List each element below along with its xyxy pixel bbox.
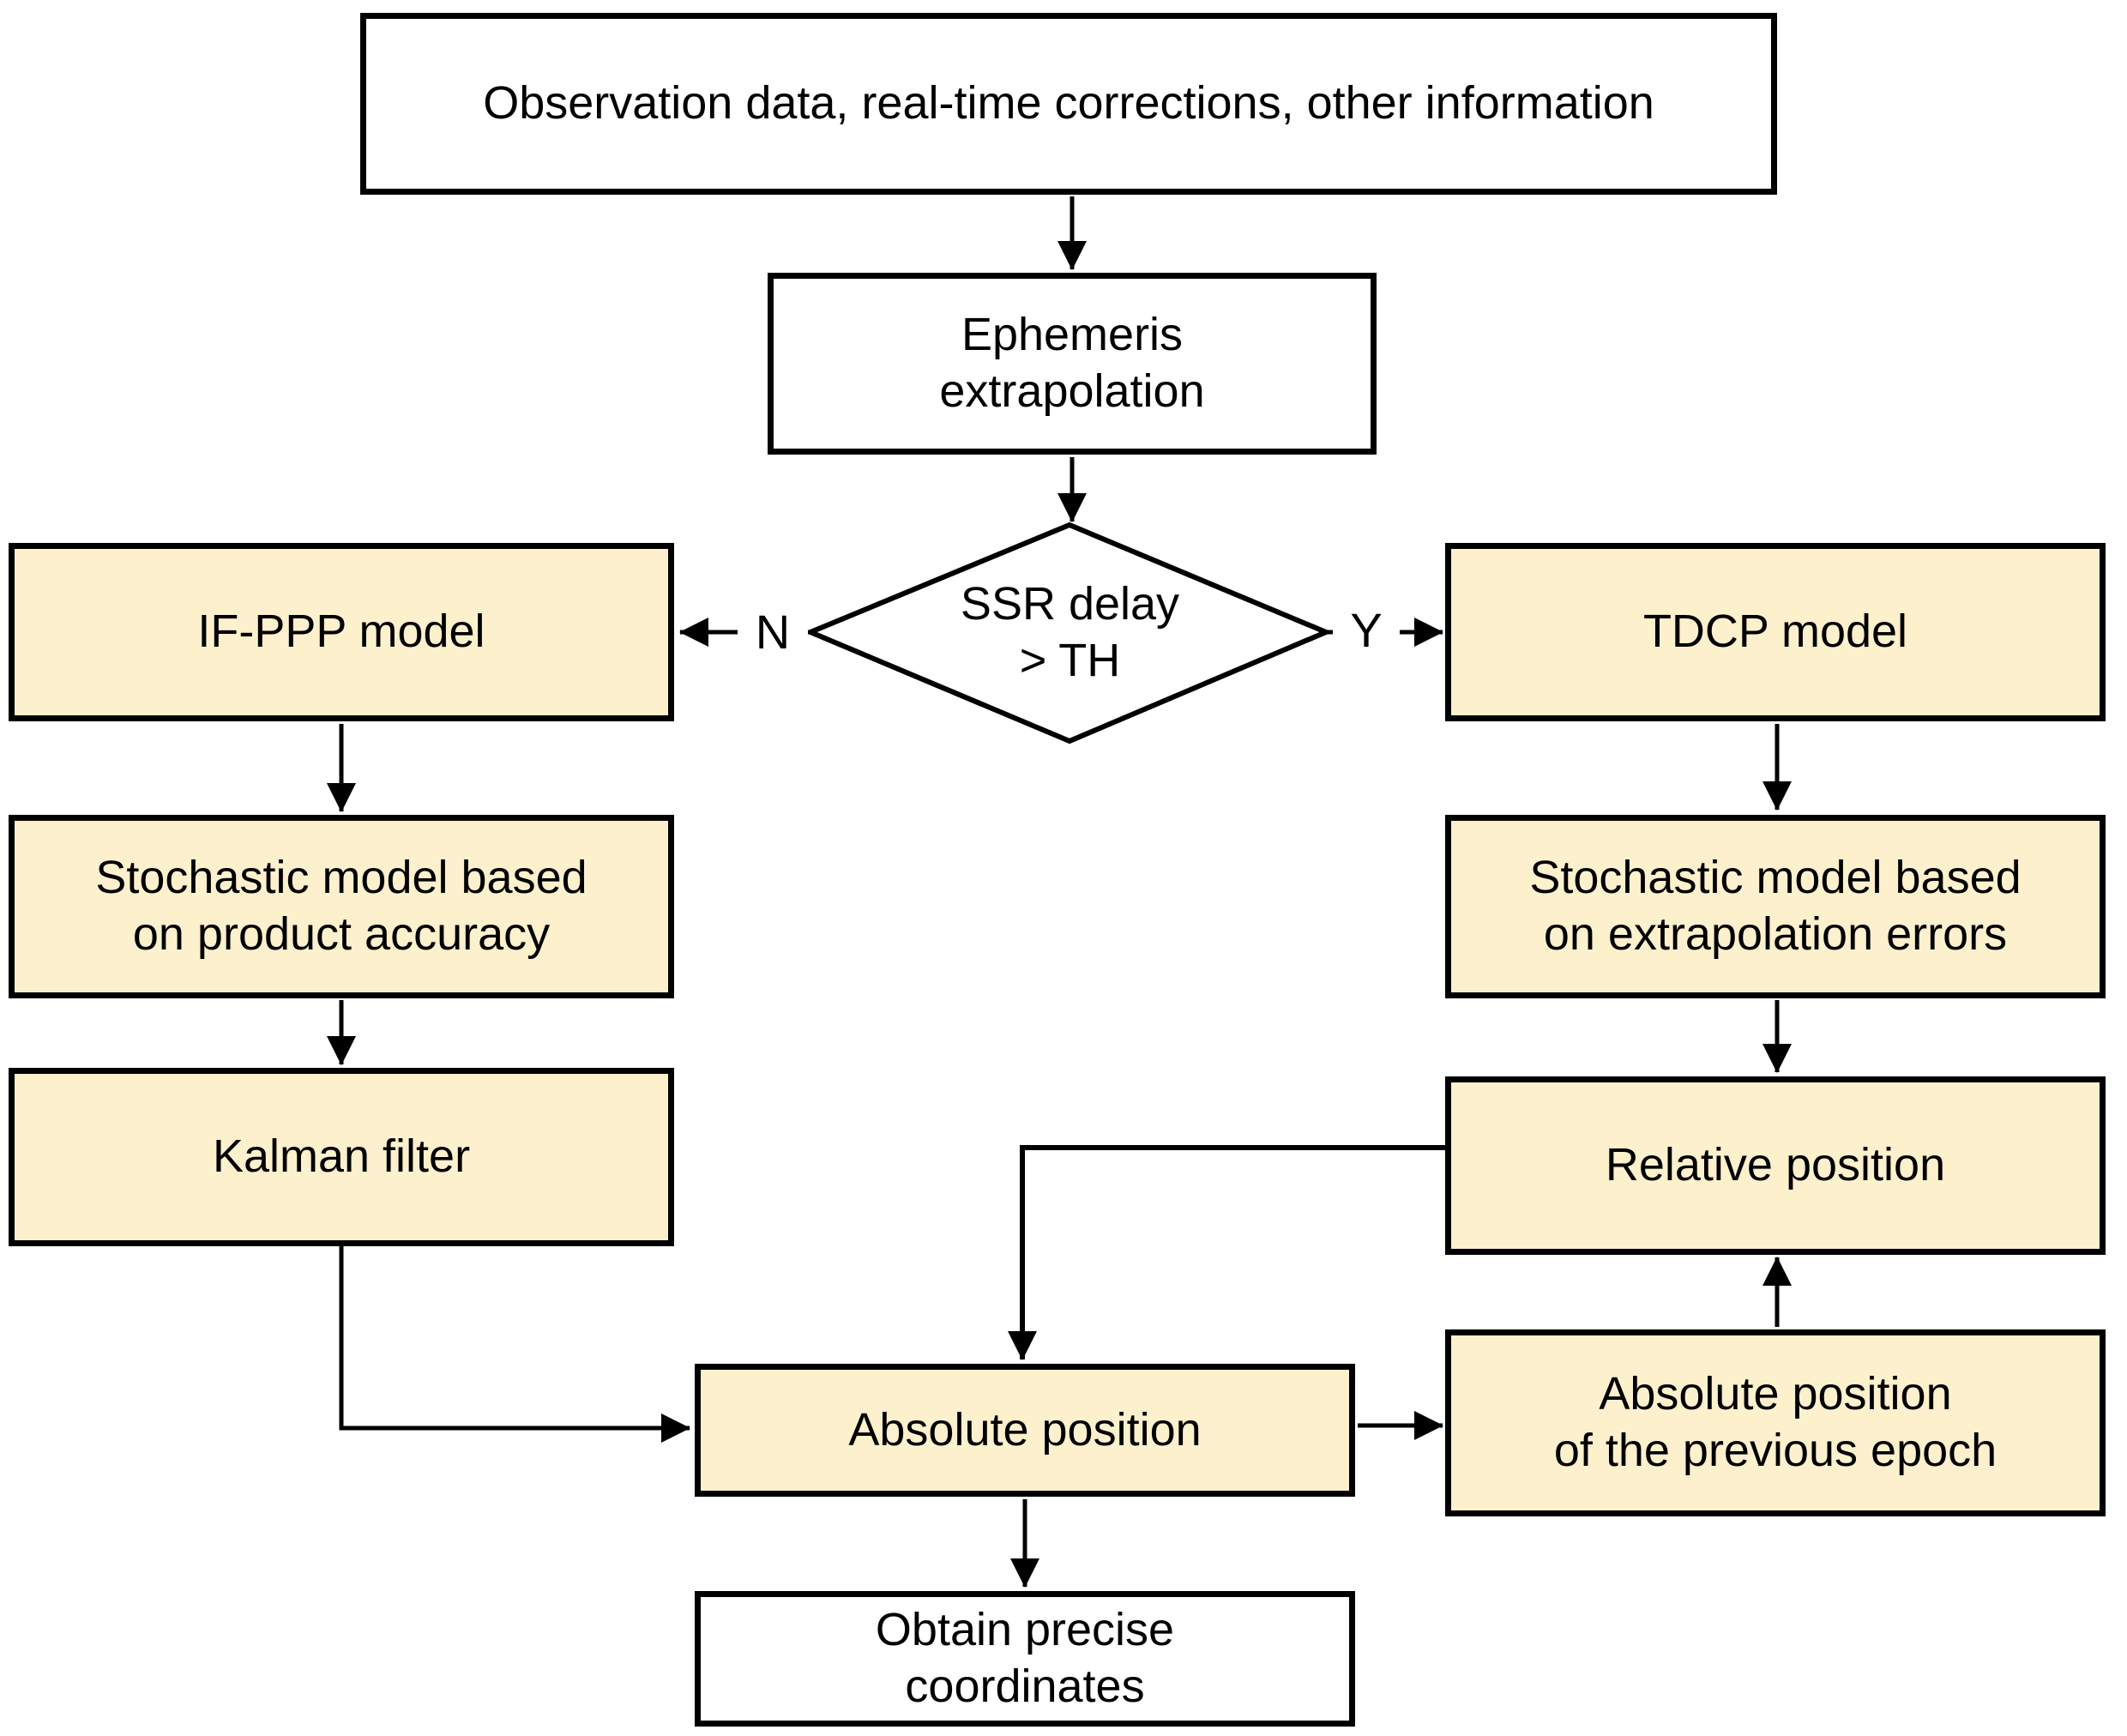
node-stochastic-extrapolation-label: Stochastic model based on extrapolation … — [1529, 852, 2022, 960]
node-relative-position: Relative position — [1445, 1076, 2106, 1255]
node-stochastic-product-label: Stochastic model based on product accura… — [95, 852, 587, 960]
decision-ssr-delay: SSR delay > TH — [960, 577, 1180, 686]
node-absolute-position-previous-epoch-label: Absolute position of the previous epoch — [1553, 1368, 1997, 1476]
branch-label-n: N — [738, 605, 808, 660]
arrow-kalman-to-absolute — [339, 1245, 690, 1443]
node-observation-label: Observation data, real-time corrections,… — [483, 77, 1654, 130]
node-obtain-precise-coordinates: Obtain precise coordinates — [695, 1591, 1355, 1727]
node-tdcp-label: TDCP model — [1642, 606, 1908, 658]
node-observation: Observation data, real-time corrections,… — [360, 13, 1777, 195]
node-ephemeris-extrapolation: Ephemeris extrapolation — [768, 273, 1377, 455]
node-absolute-position: Absolute position — [695, 1364, 1355, 1497]
node-ephemeris-label: Ephemeris extrapolation — [939, 309, 1205, 417]
node-absolute-position-label: Absolute position — [848, 1403, 1202, 1456]
node-kalman-filter: Kalman filter — [9, 1068, 674, 1246]
node-relative-position-label: Relative position — [1605, 1139, 1946, 1191]
node-obtain-coordinates-label: Obtain precise coordinates — [875, 1604, 1175, 1712]
node-kalman-label: Kalman filter — [212, 1130, 471, 1183]
node-if-ppp-model: IF-PPP model — [9, 543, 674, 721]
arrow-relative-to-absolute — [1008, 1145, 1447, 1360]
decision-diamond-shape — [804, 521, 1333, 744]
node-stochastic-extrapolation: Stochastic model based on extrapolation … — [1445, 815, 2106, 998]
node-stochastic-product: Stochastic model based on product accura… — [9, 815, 674, 998]
branch-label-y: Y — [1333, 603, 1400, 658]
node-if-ppp-label: IF-PPP model — [197, 606, 485, 658]
node-tdcp-model: TDCP model — [1445, 543, 2106, 721]
node-absolute-position-previous-epoch: Absolute position of the previous epoch — [1445, 1329, 2106, 1516]
